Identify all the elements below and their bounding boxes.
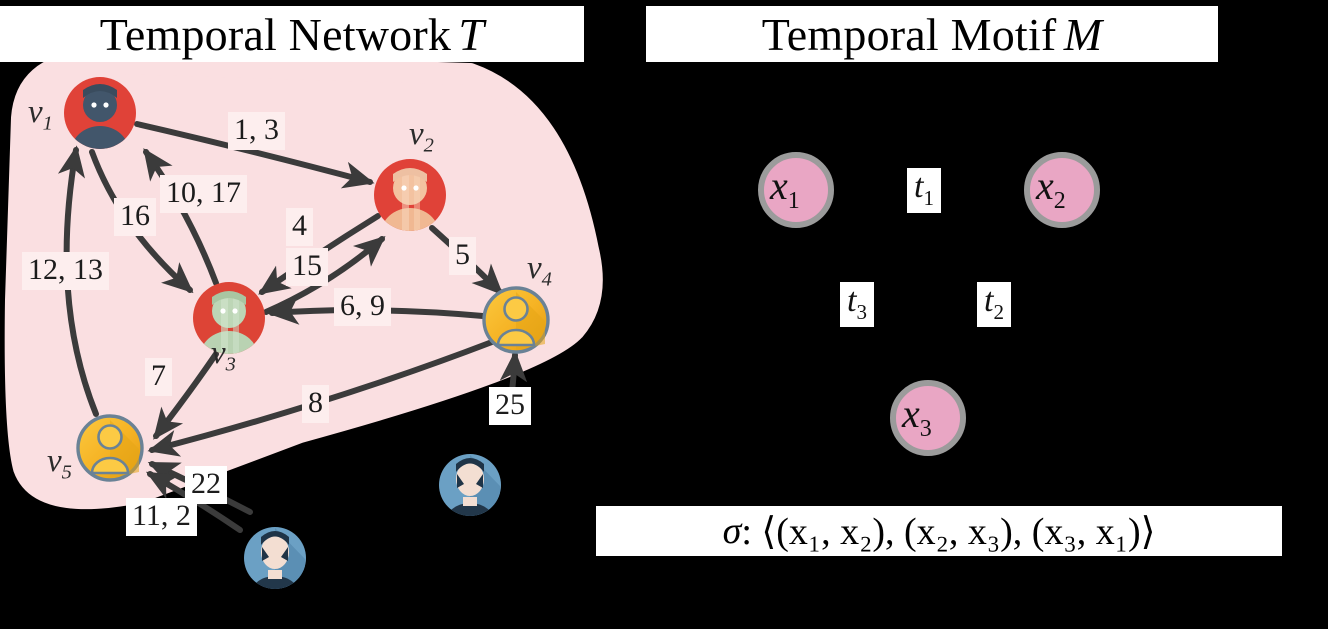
- motif-edge-label-t1: t1: [907, 168, 941, 213]
- edge-v3-v1: [143, 148, 219, 286]
- node-v4[interactable]: [482, 286, 550, 354]
- node-label-v2: v2: [409, 116, 434, 157]
- edge-label-v4-v5: 8: [302, 385, 329, 423]
- motif-title-symbol: M: [1063, 8, 1103, 60]
- motif-title-text: Temporal Motif: [761, 8, 1057, 60]
- edge-label-v3-v1: 10, 17: [160, 175, 247, 213]
- edge-label-avatar-v5-a: 22: [185, 466, 227, 504]
- motif-nodes: [758, 152, 1100, 456]
- motif-node-x3[interactable]: [890, 380, 966, 456]
- edge-label-v2-v4: 5: [449, 237, 476, 275]
- sigma-sequence: : ⟨(x₁, x₂), (x₂, x₃), (x₃, x₁)⟩: [741, 510, 1156, 553]
- edge-label-v4-v3: 6, 9: [334, 288, 391, 326]
- node-v5[interactable]: [76, 414, 144, 482]
- edge-v1-v2: [134, 121, 375, 189]
- sigma-symbol: σ: [722, 510, 742, 552]
- edge-label-v3-v5: 7: [145, 358, 172, 396]
- node-label-v5: v5: [47, 443, 72, 484]
- motif-edge-label-t3: t3: [840, 282, 874, 327]
- edge-label-avatar-v4: 25: [489, 387, 531, 425]
- network-title-symbol: T: [458, 8, 485, 60]
- edge-v3-v5: [153, 351, 219, 440]
- motif-sigma-expression: σ : ⟨(x₁, x₂), (x₂, x₃), (x₃, x₁)⟩: [596, 506, 1282, 556]
- node-label-v3: v3: [211, 335, 236, 376]
- node-v2[interactable]: [374, 159, 446, 260]
- motif-node-x2[interactable]: [1024, 152, 1100, 228]
- network-title-text: Temporal Network: [99, 8, 452, 60]
- node-v3[interactable]: [193, 282, 265, 383]
- motif-edge-label-t2: t2: [977, 282, 1011, 327]
- node-label-v1: v1: [28, 94, 53, 135]
- edge-v5-v1: [57, 145, 99, 417]
- edge-label-v1-v3: 16: [114, 198, 156, 236]
- motif-node-x1[interactable]: [758, 152, 834, 228]
- edge-label-v3-v2: 15: [286, 248, 328, 286]
- edge-label-avatar-v5-b: 11, 2: [126, 498, 197, 536]
- node-label-v4: v4: [527, 250, 552, 291]
- edge-label-v2-v3: 4: [286, 208, 313, 246]
- edge-label-v1-v2: 1, 3: [228, 112, 285, 150]
- node-v1[interactable]: [64, 77, 136, 178]
- edge-label-v5-v1: 12, 13: [22, 252, 109, 290]
